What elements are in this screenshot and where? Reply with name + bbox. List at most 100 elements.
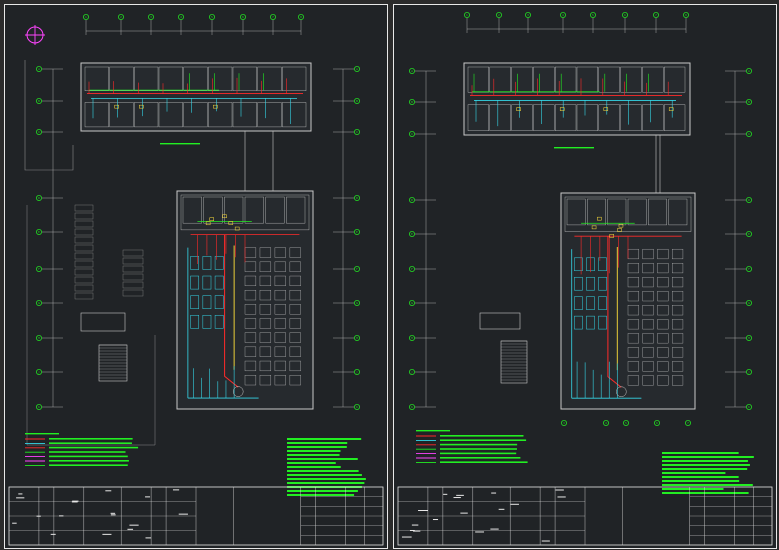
room-outline xyxy=(84,102,109,128)
grid-row-marker-right-H-label: H xyxy=(356,336,358,340)
fixture-yellow xyxy=(139,104,144,109)
grid-column-marker-2 xyxy=(496,12,503,18)
bay-cell xyxy=(274,332,286,343)
grid-row-marker-left-J xyxy=(35,368,42,375)
bay-cell xyxy=(627,361,639,372)
site-boundary-lower xyxy=(26,205,156,446)
bay-cell xyxy=(657,248,669,260)
grid-row-marker-right-C-label: C xyxy=(356,130,358,134)
room-outline xyxy=(84,66,109,91)
grid-column-marker-5 xyxy=(208,13,215,20)
legend-title-bar xyxy=(25,433,59,435)
upper-zone xyxy=(180,194,310,231)
notes-text-bar xyxy=(287,478,366,480)
grid-column-marker-6-label: 6 xyxy=(624,13,626,17)
fixture-cyan xyxy=(214,295,224,309)
grid-column-marker-2 xyxy=(118,13,125,20)
parking-stall xyxy=(122,281,144,289)
room-outline xyxy=(642,104,664,131)
grid-row-marker-right-J xyxy=(353,368,360,375)
parking-stall xyxy=(122,273,144,281)
bay-cell xyxy=(642,305,654,316)
title-block-text xyxy=(127,528,134,530)
room-outline xyxy=(511,104,533,131)
grid-row-marker-right-F-label: F xyxy=(748,267,750,271)
notes-text-bar xyxy=(662,464,750,466)
bay-cell xyxy=(259,332,272,343)
grid-row-marker-left-G-label: G xyxy=(411,301,413,305)
title-block-text xyxy=(172,489,180,491)
fixture-yellow xyxy=(209,217,214,221)
grid-row-marker-right-E xyxy=(745,230,752,237)
title-block-text xyxy=(12,522,17,524)
bay-cell xyxy=(274,375,286,386)
room-outline xyxy=(158,66,183,91)
grid-column-marker-3 xyxy=(147,13,154,20)
title-block-text xyxy=(110,514,116,516)
notes-text-bar xyxy=(287,494,355,496)
fixture-cyan xyxy=(586,296,595,310)
grid-row-marker-left-G-label: G xyxy=(38,301,40,305)
grid-row-marker-left-J xyxy=(408,368,415,375)
title-block-text xyxy=(102,533,112,535)
notes-text-bar xyxy=(287,446,347,448)
title-block-text xyxy=(541,540,550,542)
bay-cell xyxy=(672,347,684,358)
bay-cell xyxy=(672,248,684,260)
bay-cell xyxy=(627,333,639,344)
room-outline xyxy=(282,66,307,91)
room-outline xyxy=(224,196,244,224)
room-outline xyxy=(467,104,489,131)
grid-row-marker-left-B-label: B xyxy=(38,99,40,103)
room-outline xyxy=(587,198,606,226)
notes-text-bar xyxy=(287,438,362,440)
fixture-cyan xyxy=(214,275,224,290)
site-boundary xyxy=(24,60,74,171)
bay-cell xyxy=(672,277,684,288)
fixture-cyan xyxy=(202,275,212,290)
bay-cell xyxy=(259,375,272,386)
title-block-text xyxy=(18,493,23,495)
title-block-text xyxy=(557,496,566,498)
grid-row-marker-right-K xyxy=(353,403,360,410)
title-block-text xyxy=(72,500,79,502)
parking-stall xyxy=(74,276,94,284)
grid-row-marker-right-B xyxy=(745,99,752,106)
notes-text-bar xyxy=(287,474,362,476)
bay-cell xyxy=(274,290,286,301)
grid-column-marker-bottom-label: 5 xyxy=(625,421,627,425)
notes-text-bar xyxy=(662,492,749,494)
grid-row-marker-right-F xyxy=(353,265,360,272)
grid-row-marker-right-H-label: H xyxy=(748,336,750,340)
grid-row-marker-left-A-label: A xyxy=(411,69,413,73)
parking-stall xyxy=(74,244,94,252)
grid-row-marker-right-J xyxy=(745,368,752,375)
parking-stall xyxy=(74,268,94,276)
parking-stall xyxy=(74,236,94,244)
bay-cell xyxy=(274,346,286,357)
grid-row-marker-right-A-label: A xyxy=(356,67,358,71)
fixture-yellow xyxy=(609,234,615,238)
grid-row-marker-right-K xyxy=(745,403,752,410)
legend-text-bar xyxy=(49,446,139,449)
grid-column-marker-4 xyxy=(177,13,184,20)
grid-row-marker-left-F xyxy=(408,265,415,272)
fixture-yellow xyxy=(228,221,234,225)
bay-cell xyxy=(627,263,639,274)
grid-column-marker-bottom xyxy=(622,419,629,426)
title-block-text xyxy=(432,519,439,521)
bay-cell xyxy=(672,305,684,316)
title-block-text xyxy=(453,497,461,499)
notes-text-bar xyxy=(287,458,358,460)
notes-text-bar xyxy=(662,460,748,462)
title-block-text xyxy=(50,533,56,535)
parking-stall xyxy=(74,204,94,212)
bay-cell xyxy=(244,290,257,301)
grid-column-marker-3-label: 3 xyxy=(527,13,529,17)
grid-row-marker-right-K-label: K xyxy=(748,405,750,409)
room-outline xyxy=(607,198,627,226)
parking-stall xyxy=(74,228,94,236)
grid-column-marker-bottom-label: 7 xyxy=(687,421,689,425)
bay-cell xyxy=(244,275,257,287)
grid-column-marker-bottom xyxy=(560,419,567,426)
